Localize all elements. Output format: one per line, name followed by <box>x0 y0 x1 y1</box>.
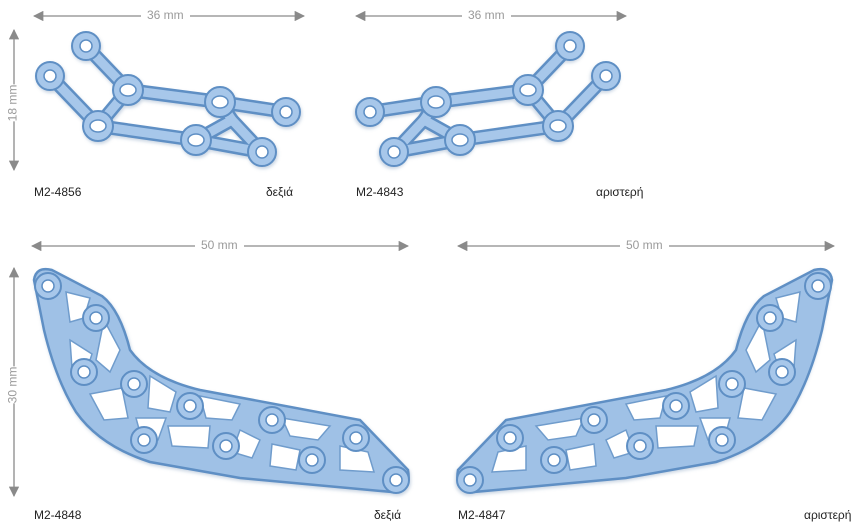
plate-m2-4843 <box>355 31 621 167</box>
side-label-m2-4847: αριστερή <box>804 508 852 522</box>
side-label-m2-4843: αριστερή <box>596 185 644 199</box>
side-label-m2-4856: δεξιά <box>266 185 294 199</box>
width-label-4: 50 mm <box>620 238 669 252</box>
width-label-3: 50 mm <box>195 238 244 252</box>
width-label-1: 36 mm <box>141 8 190 22</box>
width-label-2: 36 mm <box>462 8 511 22</box>
plate-m2-4847 <box>456 267 834 494</box>
plate-m2-4856 <box>35 31 301 167</box>
product-code-m2-4848: M2-4848 <box>34 508 82 522</box>
product-code-m2-4847: M2-4847 <box>458 508 506 522</box>
product-code-m2-4856: M2-4856 <box>34 185 82 199</box>
product-code-m2-4843: M2-4843 <box>356 185 404 199</box>
plate-m2-4848 <box>32 267 410 494</box>
side-label-m2-4848: δεξιά <box>374 508 402 522</box>
height-label-3: 30 mm <box>1 366 24 404</box>
height-label-1: 18 mm <box>1 84 24 122</box>
